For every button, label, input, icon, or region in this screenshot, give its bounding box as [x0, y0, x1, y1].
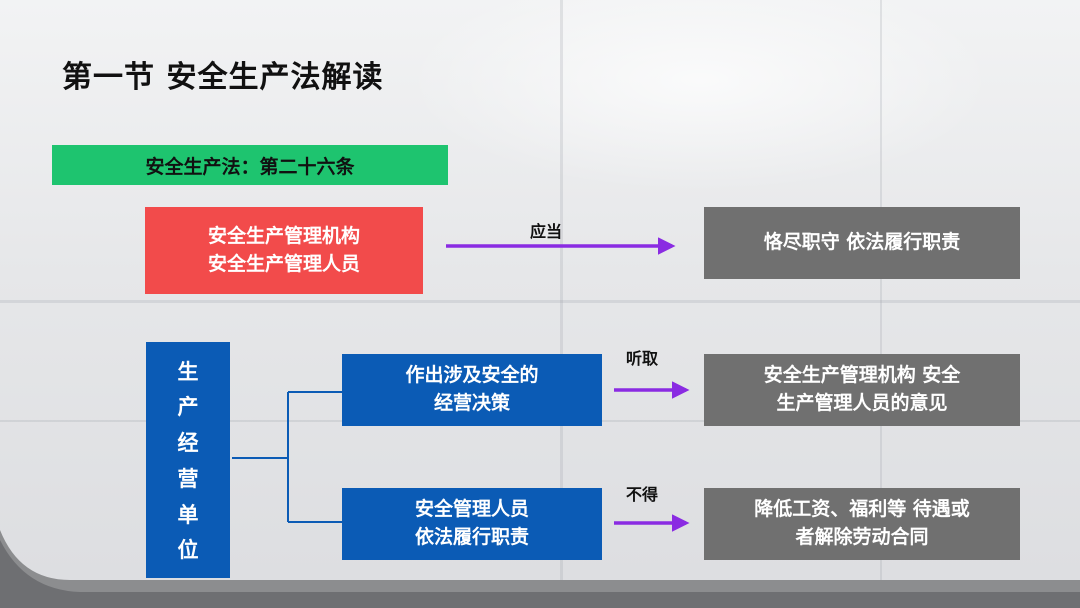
opinion-result-box: 安全生产管理机构 安全 生产管理人员的意见: [704, 354, 1020, 426]
duty-result-text: 恪尽职守 依法履行职责: [763, 231, 961, 254]
decision-line-1: 作出涉及安全的: [405, 364, 539, 387]
verb-must-not-label: 不得: [626, 485, 659, 504]
unit-char-1: 生: [177, 359, 199, 384]
staff-line-1: 安全管理人员: [414, 498, 529, 521]
unit-char-2: 产: [177, 395, 199, 420]
prohibition-result-box: 降低工资、福利等 待遇或 者解除劳动合同: [704, 488, 1020, 560]
decision-line-2: 经营决策: [433, 392, 510, 414]
unit-char-3: 经: [177, 431, 199, 456]
opinion-line-1: 安全生产管理机构 安全: [763, 364, 961, 387]
law-article-tag: 安全生产法：第二十六条: [52, 145, 448, 185]
production-unit-box: 生 产 经 营 单 位: [146, 342, 230, 578]
prohibition-line-2: 者解除劳动合同: [795, 526, 929, 548]
unit-char-6: 位: [177, 538, 199, 563]
prohibition-line-1: 降低工资、福利等 待遇或: [754, 498, 970, 521]
verb-listen-label: 听取: [626, 349, 659, 368]
duty-result-box: 恪尽职守 依法履行职责: [704, 207, 1020, 279]
subject-line-2: 安全生产管理人员: [207, 252, 360, 275]
page-title: 第一节 安全生产法解读: [62, 60, 384, 95]
unit-char-5: 单: [177, 502, 199, 527]
staff-line-2: 依法履行职责: [414, 526, 529, 548]
unit-char-4: 营: [177, 466, 199, 491]
safety-staff-box: 安全管理人员 依法履行职责: [342, 488, 602, 560]
verb-should-label: 应当: [530, 222, 563, 241]
decision-action-box: 作出涉及安全的 经营决策: [342, 354, 602, 426]
opinion-line-2: 生产管理人员的意见: [776, 392, 948, 414]
management-subject-box: 安全生产管理机构 安全生产管理人员: [145, 207, 423, 294]
subject-line-1: 安全生产管理机构: [207, 224, 360, 247]
